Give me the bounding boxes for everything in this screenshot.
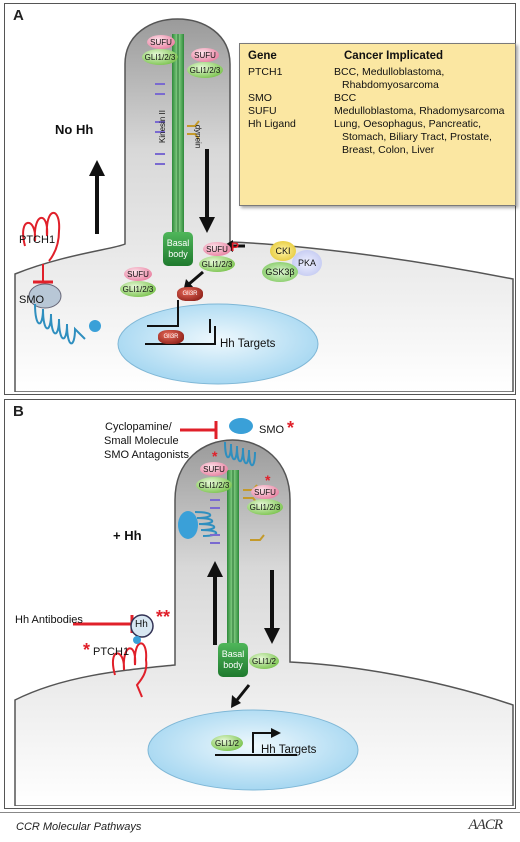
table-cell-cancer: BCC	[334, 92, 357, 104]
table-cell-gene: Hh Ligand	[248, 118, 296, 130]
hh-ligand-label: Hh	[135, 619, 148, 630]
sufu-mutation-star-left: *	[212, 448, 218, 464]
cancer-table-box: Gene Cancer Implicated PTCH1 BCC, Medull…	[239, 43, 516, 206]
gli12-b-cytoplasm: GLI1/2	[249, 653, 279, 669]
table-cell-cancer: Lung, Oesophagus, Pancreatic,Stomach, Bi…	[334, 118, 492, 156]
gli123-b-left: GLI1/2/3	[196, 477, 232, 493]
ptch1-mutation-star: *	[83, 640, 91, 660]
gli3r-cytoplasm: Gli3R	[177, 287, 203, 301]
phospho-label: P	[231, 240, 240, 254]
gli123-a-top-left: GLI1/2/3	[142, 49, 178, 65]
table-cell-gene: SUFU	[248, 105, 277, 117]
panel-a: A No Hh PTCH1 SMO Kinesin II dynein SUFU…	[4, 3, 516, 395]
sufu-b-left: SUFU	[200, 462, 228, 476]
table-row: SMO BCC	[248, 92, 504, 105]
hh-targets-a: Hh Targets	[220, 338, 276, 350]
cyclopamine-label: Cyclopamine/	[105, 421, 172, 433]
no-hh-label: No Hh	[55, 122, 94, 137]
panel-b-illustration	[14, 418, 514, 806]
smo-label-a: SMO	[19, 294, 45, 306]
hh-overexpression-stars: **	[156, 607, 171, 627]
table-cell-cancer: BCC, Medulloblastoma,Rhabdomyosarcoma	[334, 66, 445, 91]
cki-kinase: CKI	[270, 241, 296, 261]
smo-receptor-a	[34, 303, 86, 345]
sufu-a-top-left: SUFU	[147, 35, 175, 49]
dynein-label: dynein	[193, 124, 203, 149]
sufu-a-cytoplasm: SUFU	[124, 267, 152, 281]
table-row: PTCH1 BCC, Medulloblastoma,Rhabdomyosarc…	[248, 66, 504, 92]
nucleus-a	[117, 303, 319, 385]
footer: CCR Molecular Pathways AACR	[0, 812, 520, 842]
panel-a-illustration	[14, 18, 514, 392]
smo-cap-a	[28, 283, 62, 309]
gsk3b-kinase: GSK3β	[262, 262, 298, 282]
gli123-a-cytoplasm: GLI1/2/3	[120, 281, 156, 297]
ptch1-label-b: PTCH1	[93, 646, 130, 658]
gli3r-nucleus: Gli3R	[158, 330, 184, 344]
basal-body-a: Basal body	[163, 232, 193, 266]
cancer-table: Gene Cancer Implicated PTCH1 BCC, Medull…	[248, 50, 504, 157]
small-molecule-label: Small Molecule	[104, 435, 179, 447]
sufu-a-basal: SUFU	[203, 242, 231, 256]
panel-b-label: B	[13, 403, 24, 420]
ptch1-label-a: PTCH1	[19, 234, 56, 246]
table-cell-gene: SMO	[248, 92, 272, 104]
kinesin-label: Kinesin II	[157, 110, 167, 143]
basal-body-b: Basal body	[218, 643, 248, 677]
smo-antagonists-label: SMO Antagonists	[104, 449, 189, 461]
footer-title: CCR Molecular Pathways	[16, 821, 142, 833]
hh-antibodies-label: Hh Antibodies	[15, 614, 83, 626]
table-cell-gene: PTCH1	[248, 66, 283, 78]
sufu-a-top-right: SUFU	[191, 48, 219, 62]
aacr-logo: AACR	[468, 817, 503, 833]
cell-membrane-a	[14, 18, 514, 392]
smo-receptor-b-tip	[224, 441, 256, 467]
ptch1-receptor-a	[22, 211, 61, 262]
table-row: Hh Ligand Lung, Oesophagus, Pancreatic,S…	[248, 118, 504, 157]
ptch1-receptor-b	[112, 642, 148, 698]
gli123-a-top-right: GLI1/2/3	[187, 62, 223, 78]
smo-label-b: SMO	[259, 424, 285, 436]
gli12-b-nucleus: GLI1/2	[211, 735, 243, 751]
hh-targets-b: Hh Targets	[261, 744, 317, 756]
gli123-b-right: GLI1/2/3	[247, 499, 283, 515]
cell-membrane-b	[14, 439, 514, 806]
sufu-b-right: SUFU	[251, 485, 279, 499]
panel-a-label: A	[13, 7, 24, 24]
gli123-a-basal: GLI1/2/3	[199, 256, 235, 272]
smo-mutation-star: *	[287, 418, 295, 438]
smo-receptor-b-side	[194, 511, 218, 537]
plus-hh-label: + Hh	[113, 528, 142, 543]
panel-b: B Cyclopamine/ Small Molecule SMO Antago…	[4, 399, 516, 809]
table-header-cancer: Cancer Implicated	[344, 50, 444, 62]
sufu-mutation-star-right: *	[265, 472, 271, 488]
table-header-gene: Gene	[248, 50, 277, 62]
table-row: SUFU Medulloblastoma, Rhadomysarcoma	[248, 105, 504, 118]
table-cell-cancer: Medulloblastoma, Rhadomysarcoma	[334, 105, 505, 117]
